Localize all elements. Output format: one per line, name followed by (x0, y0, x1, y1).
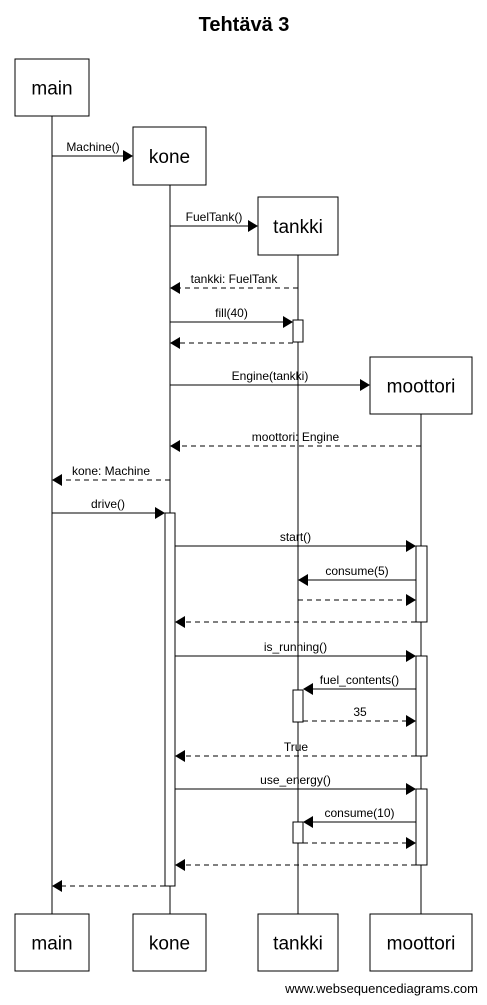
arrow-head-icon (170, 282, 180, 294)
arrow-head-icon (406, 837, 416, 849)
arrow-head-icon (360, 379, 370, 391)
message-label: consume(5) (325, 564, 388, 578)
message-return-17: True (175, 740, 416, 762)
message-call-15: fuel_contents() (303, 673, 416, 695)
message-return-8: kone: Machine (52, 464, 170, 486)
arrow-head-icon (406, 594, 416, 606)
message-return-12 (298, 594, 416, 606)
message-return-7: moottori: Engine (170, 430, 421, 452)
message-return-20 (303, 837, 416, 849)
lifelines (51, 116, 422, 914)
message-label: start() (280, 530, 311, 544)
participant-box-frame (369, 356, 473, 415)
participant-label-kone: kone (149, 934, 190, 955)
message-label: tankki: FuelTank (191, 272, 279, 286)
diagram-title: Tehtävä 3 (199, 14, 290, 36)
participant-box-frame (132, 126, 207, 186)
arrow-head-icon (170, 337, 180, 349)
arrow-head-icon (52, 474, 62, 486)
participant-box-kone-bottom: kone (132, 913, 207, 972)
participant-box-moottori-bottom: moottori (369, 913, 473, 972)
arrow-head-icon (303, 816, 313, 828)
participant-label-main: main (31, 79, 72, 100)
message-label: drive() (91, 497, 125, 511)
participant-label-main: main (31, 934, 72, 955)
activation-bar-tankki (292, 689, 304, 723)
message-label: consume(10) (324, 806, 394, 820)
arrow-head-icon (155, 507, 165, 519)
participant-box-moottori-top: moottori (369, 356, 473, 415)
activation-bar-tankki (292, 821, 304, 844)
messages: Machine() FuelTank() tankki: FuelTank fill(… (52, 140, 421, 892)
participant-box-tankki-top: tankki (257, 196, 339, 256)
activation-bar-moottori (415, 545, 428, 623)
participant-label-moottori: moottori (387, 934, 456, 955)
participant-box-frame (369, 913, 473, 972)
message-call-14: is_running() (175, 640, 416, 662)
arrow-head-icon (175, 750, 185, 762)
arrow-head-icon (175, 859, 185, 871)
message-call-18: use_energy() (175, 773, 416, 795)
message-call-1: Machine() (52, 140, 133, 162)
message-label: 35 (353, 705, 367, 719)
participant-box-frame (257, 913, 339, 972)
participant-boxes: main main kone kone tankki tankki moottori moot… (14, 58, 473, 972)
arrow-head-icon (248, 220, 258, 232)
activation-bar-tankki (292, 319, 304, 343)
message-call-10: start() (175, 530, 416, 552)
participant-label-tankki: tankki (273, 934, 323, 955)
arrow-head-icon (175, 616, 185, 628)
message-call-6: Engine(tankki) (170, 369, 370, 391)
arrow-head-icon (283, 316, 293, 328)
message-label: kone: Machine (72, 464, 150, 478)
activation-bar-kone (164, 512, 176, 887)
participant-label-moottori: moottori (387, 377, 456, 398)
arrow-head-icon (406, 650, 416, 662)
activation-bar-moottori (415, 655, 428, 757)
participant-box-main-top: main (14, 58, 90, 117)
message-label: use_energy() (260, 773, 331, 787)
arrow-head-icon (406, 715, 416, 727)
message-label: moottori: Engine (252, 430, 340, 444)
message-label: Engine(tankki) (232, 369, 309, 383)
footer-watermark: www.websequencediagrams.com (284, 981, 478, 996)
message-call-4: fill(40) (170, 306, 293, 328)
message-label: FuelTank() (186, 210, 243, 224)
message-call-2: FuelTank() (170, 210, 258, 232)
arrow-head-icon (406, 540, 416, 552)
participant-box-frame (132, 913, 207, 972)
message-return-13 (175, 616, 416, 628)
message-call-9: drive() (52, 497, 165, 519)
participant-box-frame (14, 58, 90, 117)
arrow-head-icon (52, 880, 62, 892)
message-call-11: consume(5) (298, 564, 416, 586)
arrow-head-icon (303, 683, 313, 695)
participant-box-frame (14, 913, 90, 972)
message-return-3: tankki: FuelTank (170, 272, 298, 294)
participant-label-tankki: tankki (273, 217, 323, 238)
arrow-head-icon (123, 150, 133, 162)
arrow-head-icon (406, 783, 416, 795)
participant-box-kone-top: kone (132, 126, 207, 186)
participant-box-main-bottom: main (14, 913, 90, 972)
arrow-head-icon (170, 440, 180, 452)
activation-bar-moottori (415, 788, 428, 866)
message-return-16: 35 (303, 705, 416, 727)
message-label: True (284, 740, 309, 754)
activation-bars (164, 319, 428, 887)
message-call-19: consume(10) (303, 806, 416, 828)
message-label: is_running() (264, 640, 327, 654)
participant-box-frame (257, 196, 339, 256)
message-label: fuel_contents() (320, 673, 399, 687)
message-label: fill(40) (215, 306, 248, 320)
message-return-22 (52, 880, 165, 892)
participant-label-kone: kone (149, 147, 190, 168)
message-return-5 (170, 337, 293, 349)
arrow-head-icon (298, 574, 308, 586)
message-return-21 (175, 859, 416, 871)
message-label: Machine() (66, 140, 119, 154)
participant-box-tankki-bottom: tankki (257, 913, 339, 972)
